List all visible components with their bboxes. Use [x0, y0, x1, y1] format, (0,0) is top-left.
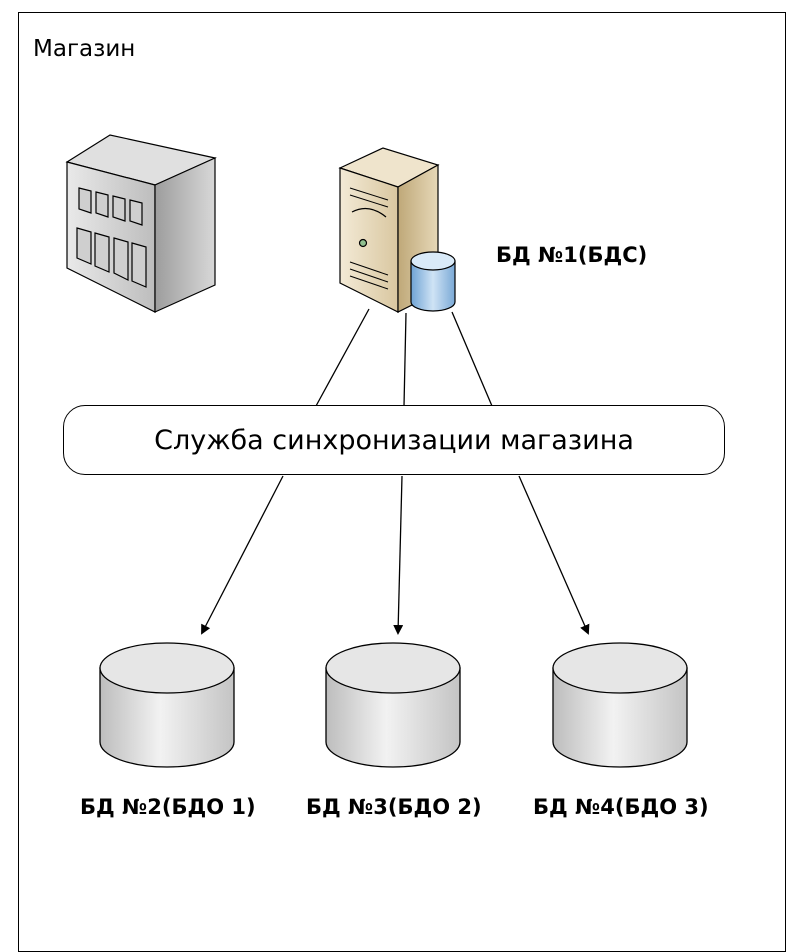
database-icon: [325, 642, 461, 768]
sync-service-label: Служба синхронизации магазина: [154, 424, 634, 456]
building-icon: [65, 134, 217, 313]
sync-service-box: Служба синхронизации магазина: [63, 405, 725, 475]
server-db-label: БД №1(БДС): [496, 243, 648, 267]
db3-label: БД №3(БДО 2): [306, 795, 482, 819]
db4-label: БД №4(БДО 3): [533, 795, 709, 819]
db2-label: БД №2(БДО 1): [80, 795, 256, 819]
database-icon: [99, 642, 235, 768]
server-connections: [315, 308, 493, 407]
database-icon: [552, 642, 688, 768]
sync-arrows: [201, 475, 590, 635]
database-icon: [410, 251, 456, 312]
store-title: Магазин: [33, 36, 136, 62]
